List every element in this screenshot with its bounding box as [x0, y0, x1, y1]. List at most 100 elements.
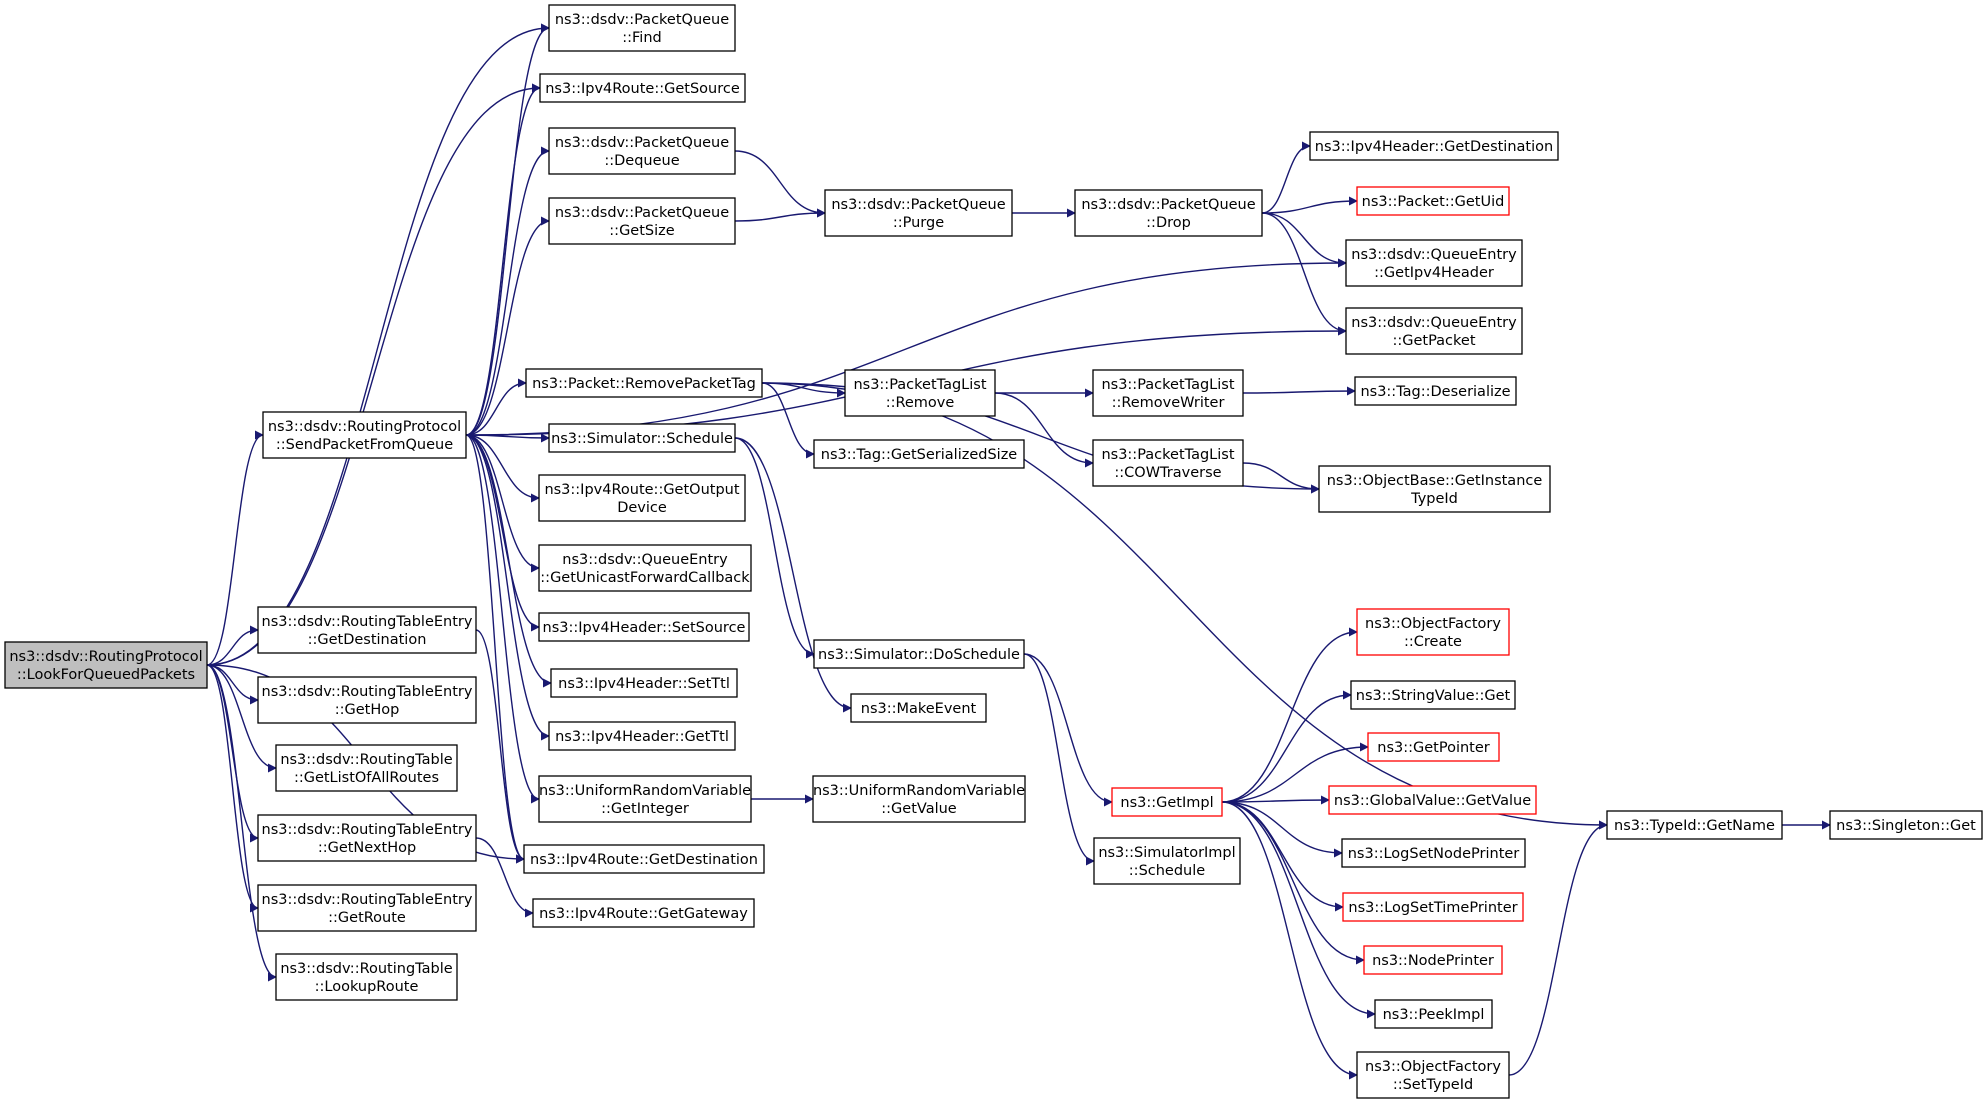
node-label-line: ns3::dsdv::QueueEntry [562, 552, 728, 568]
node-packettaglist-cowtraverse[interactable]: ns3::PacketTagList::COWTraverse [1092, 439, 1244, 487]
node-typeid-getname[interactable]: ns3::TypeId::GetName [1606, 810, 1783, 840]
node-box [1092, 439, 1244, 487]
edge-packettaglist-remove-to-packettaglist-cowtraverse [994, 392, 1094, 468]
node-label-line: ns3::ObjectFactory [1365, 1059, 1501, 1075]
node-label-line: ::GetValue [881, 801, 957, 817]
node-dsdv-queueentry-getunicastforwardcallback[interactable]: ns3::dsdv::QueueEntry::GetUnicastForward… [538, 544, 752, 592]
node-label-line: ns3::Packet::RemovePacketTag [532, 376, 756, 392]
node-peekimpl[interactable]: ns3::PeekImpl [1374, 999, 1493, 1029]
node-objectfactory-settypeid[interactable]: ns3::ObjectFactory::SetTypeId [1356, 1051, 1510, 1099]
node-label-line: ns3::GlobalValue::GetValue [1334, 793, 1531, 809]
node-label-line: ::Dequeue [604, 153, 679, 169]
edge-dsdv-routingtableentry-getdestination-to-ipv4route-getdestination [475, 629, 525, 864]
edge-dsdv-routingprotocol-sendpacketfromqueue-to-dsdv-packetqueue-dequeue [465, 146, 550, 436]
node-dsdv-packetqueue-purge[interactable]: ns3::dsdv::PacketQueue::Purge [824, 189, 1013, 237]
node-label-line: ::GetNextHop [318, 840, 416, 856]
node-label-line: ns3::ObjectFactory [1365, 616, 1501, 632]
node-label-line: ns3::UniformRandomVariable [813, 783, 1025, 799]
node-box [275, 953, 458, 1001]
node-dsdv-routingprotocol-sendpacketfromqueue[interactable]: ns3::dsdv::RoutingProtocol::SendPacketFr… [262, 411, 467, 459]
node-dsdv-routingtableentry-gethop[interactable]: ns3::dsdv::RoutingTableEntry::GetHop [257, 676, 477, 724]
edge-dsdv-routingprotocol-lookforqueuedpackets-to-dsdv-routingtableentry-getroute [206, 664, 259, 913]
edge-getimpl-to-objectfactory-settypeid [1221, 801, 1358, 1080]
node-box [525, 368, 763, 398]
node-getimpl[interactable]: ns3::GetImpl [1111, 787, 1223, 817]
node-simulator-doschedule[interactable]: ns3::Simulator::DoSchedule [813, 639, 1025, 669]
node-box [1354, 376, 1517, 406]
node-simulatorimpl-schedule[interactable]: ns3::SimulatorImpl::Schedule [1093, 837, 1241, 885]
node-dsdv-routingtableentry-getnexthop[interactable]: ns3::dsdv::RoutingTableEntry::GetNextHop [257, 814, 477, 862]
node-uniformrandomvariable-getinteger[interactable]: ns3::UniformRandomVariable::GetInteger [538, 775, 752, 823]
edge-dsdv-packetqueue-drop-to-dsdv-queueentry-getpacket [1261, 212, 1347, 336]
node-tag-getserializedsize[interactable]: ns3::Tag::GetSerializedSize [813, 439, 1025, 469]
node-dsdv-queueentry-getipv4header[interactable]: ns3::dsdv::QueueEntry::GetIpv4Header [1345, 239, 1523, 287]
node-packettaglist-remove[interactable]: ns3::PacketTagList::Remove [844, 369, 996, 417]
node-box [1342, 892, 1524, 922]
node-objectfactory-create[interactable]: ns3::ObjectFactory::Create [1356, 608, 1510, 656]
edge-dsdv-packetqueue-drop-to-dsdv-queueentry-getipv4header [1261, 212, 1347, 268]
node-label-line: ::GetIpv4Header [1374, 265, 1494, 281]
node-dsdv-packetqueue-getsize[interactable]: ns3::dsdv::PacketQueue::GetSize [548, 197, 736, 245]
node-simulator-schedule[interactable]: ns3::Simulator::Schedule [548, 423, 736, 453]
node-label-line: ns3::LogSetTimePrinter [1348, 900, 1517, 916]
node-label-line: ns3::Ipv4Header::SetSource [543, 620, 746, 636]
edge-getimpl-to-getpointer [1221, 742, 1369, 803]
node-dsdv-routingtable-lookuproute[interactable]: ns3::dsdv::RoutingTable::LookupRoute [275, 953, 458, 1001]
node-label-line: ::LookForQueuedPackets [17, 667, 195, 683]
node-packet-removepackettag[interactable]: ns3::Packet::RemovePacketTag [525, 368, 763, 398]
node-label-line: Device [617, 500, 667, 516]
node-dsdv-packetqueue-drop[interactable]: ns3::dsdv::PacketQueue::Drop [1074, 189, 1263, 237]
node-label-line: ns3::Ipv4Header::SetTtl [558, 676, 730, 692]
node-label-line: ns3::dsdv::PacketQueue [1081, 197, 1255, 213]
node-label-line: ::GetUnicastForwardCallback [540, 570, 750, 586]
node-singleton-get[interactable]: ns3::Singleton::Get [1829, 810, 1983, 840]
node-dsdv-queueentry-getpacket[interactable]: ns3::dsdv::QueueEntry::GetPacket [1345, 307, 1523, 355]
node-label-line: ns3::Ipv4Route::GetSource [545, 81, 740, 97]
node-nodeprinter[interactable]: ns3::NodePrinter [1363, 945, 1503, 975]
node-dsdv-routingtableentry-getroute[interactable]: ns3::dsdv::RoutingTableEntry::GetRoute [257, 884, 477, 932]
node-box [550, 668, 738, 698]
node-globalvalue-getvalue[interactable]: ns3::GlobalValue::GetValue [1328, 785, 1537, 815]
node-label-line: ::GetDestination [308, 632, 427, 648]
node-label-line: ::RemoveWriter [1112, 395, 1225, 411]
node-dsdv-packetqueue-dequeue[interactable]: ns3::dsdv::PacketQueue::Dequeue [548, 127, 736, 175]
edge-simulator-doschedule-to-simulatorimpl-schedule [1023, 653, 1095, 866]
node-tag-deserialize[interactable]: ns3::Tag::Deserialize [1354, 376, 1517, 406]
node-dsdv-routingprotocol-lookforqueuedpackets[interactable]: ns3::dsdv::RoutingProtocol::LookForQueue… [4, 641, 208, 689]
node-box [1356, 1051, 1510, 1099]
node-dsdv-routingtable-getlistofallroutes[interactable]: ns3::dsdv::RoutingTable::GetListOfAllRou… [275, 744, 458, 792]
node-stringvalue-get[interactable]: ns3::StringValue::Get [1350, 680, 1516, 710]
node-packet-getuid[interactable]: ns3::Packet::GetUid [1356, 186, 1510, 216]
node-ipv4route-getsource[interactable]: ns3::Ipv4Route::GetSource [539, 73, 746, 103]
edge-simulator-schedule-to-makeevent [734, 437, 852, 713]
node-box [813, 639, 1025, 669]
node-ipv4header-setttl[interactable]: ns3::Ipv4Header::SetTtl [550, 668, 738, 698]
node-ipv4header-getdestination[interactable]: ns3::Ipv4Header::GetDestination [1309, 131, 1559, 161]
node-label-line: ns3::GetImpl [1120, 795, 1213, 811]
node-dsdv-packetqueue-find[interactable]: ns3::dsdv::PacketQueue::Find [548, 4, 736, 52]
node-box [1345, 307, 1523, 355]
node-logsetnodeprinter[interactable]: ns3::LogSetNodePrinter [1341, 838, 1526, 868]
node-logsettimeprinter[interactable]: ns3::LogSetTimePrinter [1342, 892, 1524, 922]
edge-objectfactory-settypeid-to-typeid-getname [1508, 820, 1608, 1076]
node-ipv4header-setsource[interactable]: ns3::Ipv4Header::SetSource [538, 612, 750, 642]
edge-dsdv-routingprotocol-sendpacketfromqueue-to-ipv4header-setttl [465, 434, 552, 688]
node-label-line: ns3::dsdv::RoutingTableEntry [262, 684, 473, 700]
node-label-line: ns3::dsdv::RoutingTableEntry [262, 822, 473, 838]
node-uniformrandomvariable-getvalue[interactable]: ns3::UniformRandomVariable::GetValue [812, 775, 1026, 823]
node-label-line: ::GetHop [335, 702, 400, 718]
node-ipv4route-getdestination[interactable]: ns3::Ipv4Route::GetDestination [523, 844, 765, 874]
node-ipv4route-getgateway[interactable]: ns3::Ipv4Route::GetGateway [532, 898, 755, 928]
node-box [548, 721, 736, 751]
node-getpointer[interactable]: ns3::GetPointer [1367, 732, 1500, 762]
node-label-line: TypeId [1410, 491, 1458, 507]
node-packettaglist-removewriter[interactable]: ns3::PacketTagList::RemoveWriter [1092, 369, 1244, 417]
node-ipv4header-getttl[interactable]: ns3::Ipv4Header::GetTtl [548, 721, 736, 751]
edge-dsdv-routingprotocol-lookforqueuedpackets-to-dsdv-routingprotocol-sendpacketfromqueue [206, 430, 264, 666]
node-makeevent[interactable]: ns3::MakeEvent [850, 693, 987, 723]
node-dsdv-routingtableentry-getdestination[interactable]: ns3::dsdv::RoutingTableEntry::GetDestina… [257, 606, 477, 654]
node-label-line: ns3::PacketTagList [853, 377, 986, 393]
node-box [548, 4, 736, 52]
